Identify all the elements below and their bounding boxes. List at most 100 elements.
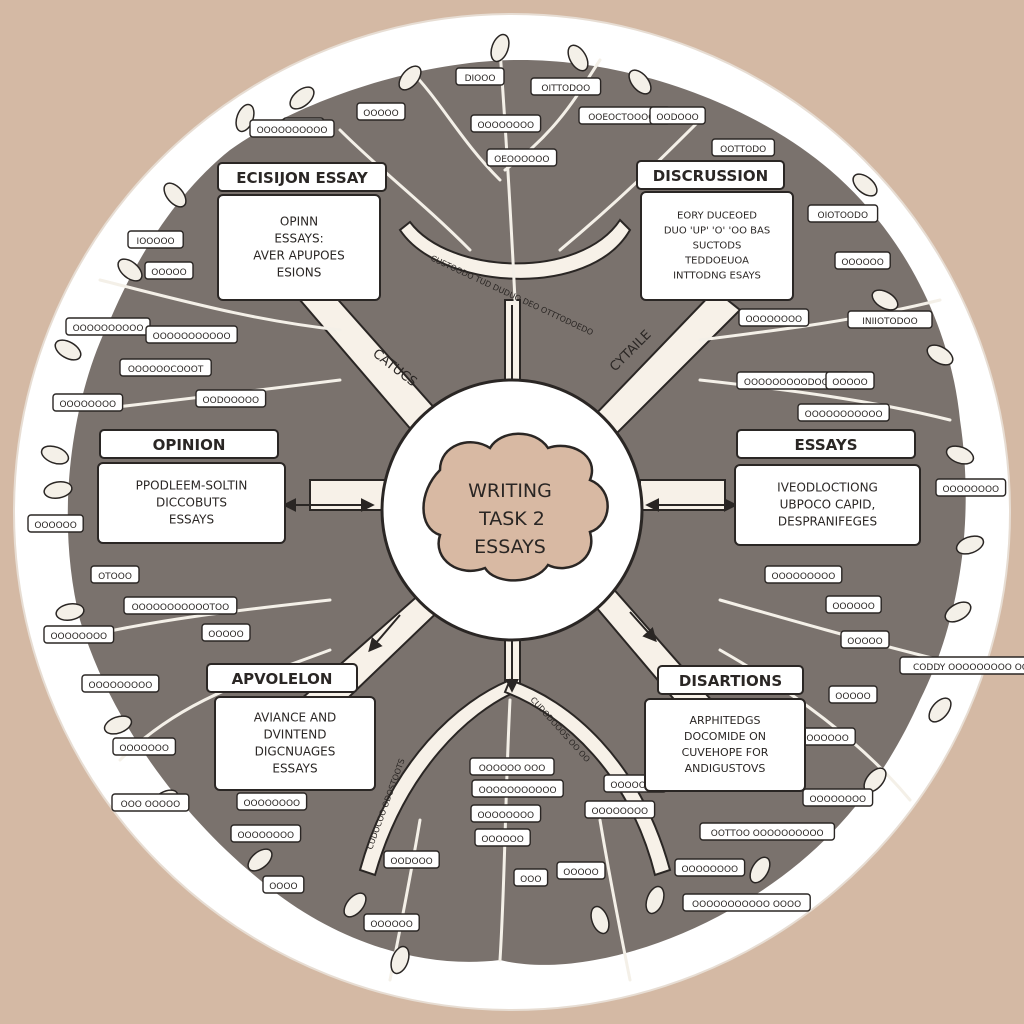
small-label: OODOOO bbox=[649, 106, 706, 125]
small-label: OOOOO bbox=[828, 685, 878, 704]
center-cloud bbox=[422, 432, 609, 582]
small-label-text: OOOOO bbox=[835, 692, 870, 702]
topic-heading-box bbox=[657, 665, 804, 695]
small-label-text: OITTODOO bbox=[541, 84, 590, 94]
small-label-text: OOOOO bbox=[832, 378, 867, 388]
small-label: OOOOOO bbox=[363, 913, 420, 932]
small-label: OOOOOOOOOO bbox=[249, 119, 335, 138]
small-label: DIOOO bbox=[455, 67, 505, 86]
small-label: OOOOOO bbox=[799, 727, 856, 746]
small-label: OOOOOOOO bbox=[584, 800, 656, 819]
small-label-text: OOOOO bbox=[563, 868, 598, 878]
small-label: IOOOOO bbox=[127, 230, 184, 249]
small-label-text: OOOOOO OOO bbox=[479, 764, 546, 774]
small-label-text: OOOOOOOOOOO OOOO bbox=[692, 900, 801, 910]
small-label-text: OOOOOOOO bbox=[809, 795, 866, 805]
topic-body-line: PPODLEEM-SOLTIN bbox=[136, 479, 248, 493]
topic-heading-box bbox=[636, 160, 785, 190]
topic-heading: DISARTIONS bbox=[679, 672, 782, 690]
topic-heading: OPINION bbox=[153, 436, 226, 454]
small-label: OODOOO bbox=[383, 850, 440, 869]
small-label-text: OOOOOOOOOOO bbox=[479, 786, 557, 796]
topic-body-line: ANDIGUSTOVS bbox=[685, 762, 766, 775]
small-label-text: OOOOOO bbox=[481, 835, 524, 845]
small-label-text: OOOOOO bbox=[832, 602, 875, 612]
small-label: OOOOOOOOOO bbox=[65, 317, 151, 336]
topic-heading-box bbox=[206, 663, 358, 693]
small-label: OOOOOOOO bbox=[935, 478, 1007, 497]
small-label-text: DIOOO bbox=[465, 74, 496, 84]
small-label-text: OOOOOOOO bbox=[50, 632, 107, 642]
small-label: OOOOOOOO bbox=[738, 308, 810, 327]
topic-body-box bbox=[217, 194, 381, 301]
topic-body-line: ESSAYS: bbox=[274, 232, 323, 246]
small-label: OOOOOOO bbox=[112, 737, 177, 756]
small-label: INIIOTODOO bbox=[847, 310, 933, 329]
center-title-line-2: TASK 2 bbox=[478, 508, 545, 530]
topic-body-line: DIGCNUAGES bbox=[255, 745, 336, 759]
small-label-text: OOOOOOOO bbox=[591, 807, 648, 817]
small-label-text: OOOOOOO bbox=[119, 744, 169, 754]
topic-body-line: AVER APUPOES bbox=[253, 249, 345, 263]
topic-body-line: DUO 'UP' 'O' 'OO BAS bbox=[664, 226, 770, 237]
small-label-text: OOOOOOOO bbox=[243, 799, 300, 809]
small-label-text: OOOOOOOO bbox=[59, 400, 116, 410]
small-label: OOEOCTOOOOS bbox=[578, 106, 671, 125]
small-label: OOOOOOOO bbox=[674, 858, 746, 877]
small-label: OOOOO bbox=[201, 623, 251, 642]
small-label-text: OOOOOO bbox=[34, 521, 77, 531]
small-label: OOOOOOOOOOO bbox=[797, 403, 890, 422]
center-hub: WRITING TASK 2 ESSAYS bbox=[380, 378, 644, 642]
small-label: OOOOOO bbox=[834, 251, 891, 270]
small-label-text: OOTTODO bbox=[720, 145, 766, 155]
topic-body-line: UBPOCO CAPID, bbox=[780, 498, 876, 512]
small-label-text: OOOOOOOOODOOOO bbox=[744, 378, 843, 388]
topic-body-line: DICCOBUTS bbox=[156, 496, 227, 510]
small-label-text: OOOO bbox=[269, 882, 297, 892]
small-label-text: OOOOOOCOOOT bbox=[128, 365, 204, 375]
small-label-text: OOOOO bbox=[208, 630, 243, 640]
small-label-text: OTOOO bbox=[98, 572, 132, 582]
small-label: OOTTOO OOOOOOOOOO bbox=[699, 822, 836, 841]
topic-heading: DISCRUSSION bbox=[653, 167, 768, 185]
topic-body-line: INTTODNG ESAYS bbox=[673, 271, 761, 282]
topic-body-line: DESPRANIFEGES bbox=[778, 515, 877, 529]
small-label: OOOOOOOO bbox=[236, 792, 308, 811]
topic-body-line: IVEODLOCTIONG bbox=[777, 481, 878, 495]
topic-body-box bbox=[640, 191, 794, 301]
small-label: OOOOOOOOO bbox=[764, 565, 843, 584]
topic-body-box bbox=[214, 696, 376, 791]
small-label-text: OOOOOOOO bbox=[477, 811, 534, 821]
topic-body-line: ESSAYS bbox=[169, 513, 214, 527]
small-label-text: OOOOOOOO bbox=[745, 315, 802, 325]
small-label-text: OOOOO bbox=[363, 109, 398, 119]
small-labels: ODOOOOOOODIOOOOITTODOOOEOOOOOOOOEOCTOOOO… bbox=[27, 67, 1024, 932]
topic-heading: ECISIJON ESSAY bbox=[236, 169, 369, 187]
small-label-text: OODOOOOO bbox=[203, 396, 260, 406]
small-label: OODOOOOO bbox=[195, 389, 267, 408]
small-label: OOOOOOOOOOO OOOO bbox=[682, 893, 811, 912]
small-label-text: CODDY OOOOOOOOO OOOOO bbox=[913, 663, 1024, 673]
small-label: OOOOOOOO bbox=[43, 625, 115, 644]
leaves bbox=[40, 33, 985, 975]
small-label-text: OOOOOOOOOOOTOO bbox=[132, 603, 230, 613]
small-label-text: OODOOO bbox=[656, 113, 698, 123]
small-label: OOO OOOOO bbox=[111, 793, 190, 812]
small-label: OIOTOODO bbox=[807, 204, 879, 223]
small-label: OOOOOOOO bbox=[802, 788, 874, 807]
small-label-text: IOOOOO bbox=[137, 237, 175, 247]
small-label-text: OOTTOO OOOOOOOOOO bbox=[711, 829, 824, 839]
center-title-line-3: ESSAYS bbox=[474, 536, 546, 558]
small-label-text: OOOOOOOOO bbox=[89, 681, 153, 691]
small-label-text: OOO OOOOO bbox=[121, 800, 181, 810]
small-label-text: OOO bbox=[520, 875, 541, 885]
small-label: OOOOO bbox=[556, 861, 606, 880]
small-label: CODDY OOOOOOOOO OOOOO bbox=[899, 656, 1024, 675]
small-label: OOOOOO bbox=[27, 514, 84, 533]
